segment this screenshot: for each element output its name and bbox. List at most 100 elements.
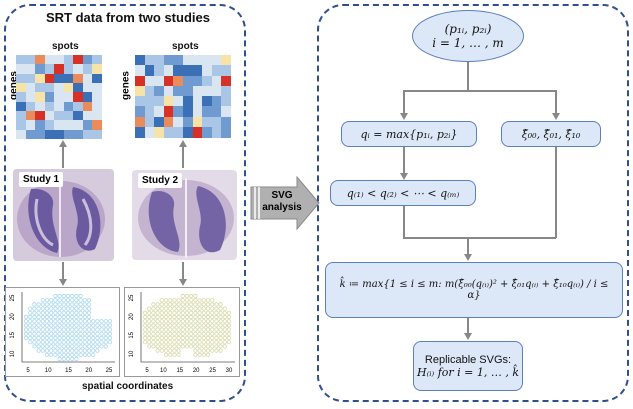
spot-point bbox=[197, 348, 202, 353]
arrowhead-order-box bbox=[399, 173, 408, 180]
spot-point bbox=[159, 331, 164, 336]
spot-point bbox=[86, 340, 92, 345]
spot-point bbox=[91, 335, 96, 341]
spot-point bbox=[36, 302, 41, 307]
spot-point bbox=[74, 323, 79, 328]
spot-point bbox=[201, 335, 206, 341]
spot-point bbox=[168, 335, 173, 341]
scatter-axes bbox=[21, 292, 115, 363]
spot-point bbox=[205, 319, 211, 324]
spot-point bbox=[57, 356, 62, 362]
spot-point bbox=[53, 352, 58, 357]
spot-point bbox=[61, 306, 66, 311]
connector-top-horizontal bbox=[403, 90, 556, 92]
spot-point bbox=[197, 298, 202, 303]
spot-point bbox=[74, 319, 79, 324]
spot-point bbox=[159, 348, 164, 353]
heatmap-cell bbox=[82, 92, 93, 103]
spot-point bbox=[61, 356, 66, 362]
spot-point bbox=[57, 323, 62, 328]
spot-point bbox=[159, 327, 164, 332]
heatmap-cell bbox=[82, 83, 93, 93]
heatmap-cell bbox=[135, 85, 146, 97]
heatmap-cell bbox=[16, 83, 27, 93]
spot-point bbox=[193, 310, 198, 315]
heatmap-cell bbox=[183, 126, 194, 138]
spot-point bbox=[86, 314, 92, 320]
spot-point bbox=[40, 302, 45, 307]
heatmap-cell bbox=[73, 92, 84, 103]
spot-point bbox=[180, 340, 185, 345]
spot-point bbox=[65, 327, 71, 332]
spot-point bbox=[193, 340, 198, 345]
gene-spot-heatmap-study-2 bbox=[135, 55, 232, 138]
spot-point bbox=[205, 344, 211, 349]
heatmap-cell bbox=[163, 96, 174, 107]
connector-top-stem bbox=[467, 62, 469, 90]
spot-point bbox=[95, 335, 100, 341]
heatmap-cell bbox=[35, 120, 46, 131]
scatter-x-tick-label: 25 bbox=[106, 368, 113, 374]
spot-point bbox=[193, 327, 198, 332]
spot-point bbox=[99, 327, 104, 332]
spot-point bbox=[151, 335, 156, 341]
spot-point bbox=[193, 302, 198, 307]
spot-point bbox=[57, 314, 62, 320]
spot-point bbox=[57, 310, 62, 315]
heatmap-cell bbox=[44, 64, 55, 75]
spot-point bbox=[205, 310, 211, 315]
scatter-y-tick-label: 10 bbox=[10, 350, 16, 357]
spot-point bbox=[172, 348, 177, 353]
spot-point bbox=[74, 344, 79, 349]
spot-point bbox=[193, 298, 198, 303]
spot-point bbox=[44, 335, 50, 341]
spot-point bbox=[159, 319, 164, 324]
spot-point bbox=[142, 335, 148, 341]
gene-spot-heatmap-study-1 bbox=[16, 55, 103, 140]
spot-point bbox=[151, 331, 156, 336]
heatmap-cell bbox=[154, 126, 165, 138]
spot-point bbox=[201, 298, 206, 303]
spot-point bbox=[53, 314, 58, 320]
spot-point bbox=[36, 335, 41, 341]
spot-point bbox=[91, 319, 96, 324]
spot-point bbox=[49, 323, 54, 328]
spot-point bbox=[23, 314, 29, 320]
spot-point bbox=[168, 302, 173, 307]
heatmap-cell bbox=[154, 75, 165, 87]
spot-point bbox=[40, 348, 45, 353]
spot-point bbox=[151, 302, 156, 307]
heatmap-cell bbox=[202, 116, 213, 128]
replicable-svgs-box: Replicable SVGs: H₍ᵢ₎ for i = 1, … , k̂ bbox=[413, 341, 523, 391]
spot-point bbox=[70, 310, 75, 315]
spot-point bbox=[40, 331, 45, 336]
spot-point bbox=[44, 314, 50, 320]
spot-point bbox=[222, 323, 227, 328]
spot-point bbox=[107, 331, 113, 336]
heatmap-cell bbox=[144, 106, 155, 117]
spot-point bbox=[214, 306, 219, 311]
spot-point bbox=[142, 327, 148, 332]
spot-point bbox=[99, 335, 104, 341]
spot-point bbox=[218, 302, 223, 307]
heatmap-cell bbox=[173, 85, 184, 97]
spot-point bbox=[78, 310, 83, 315]
spot-point bbox=[78, 352, 83, 357]
spot-point bbox=[142, 323, 148, 328]
spot-point bbox=[210, 327, 215, 332]
arrowhead-down-1 bbox=[58, 279, 67, 286]
heatmap-cell bbox=[221, 75, 232, 87]
heatmap-cell bbox=[54, 92, 65, 103]
spot-point bbox=[210, 298, 215, 303]
spot-point bbox=[155, 344, 160, 349]
heatmap-cell bbox=[25, 111, 36, 121]
spot-point bbox=[28, 310, 33, 315]
heatmap-cell bbox=[192, 75, 203, 87]
spot-point bbox=[172, 352, 177, 357]
spot-point bbox=[151, 319, 156, 324]
spot-point bbox=[32, 331, 37, 336]
spot-point bbox=[107, 327, 113, 332]
spot-point bbox=[107, 319, 113, 324]
spot-point bbox=[53, 302, 58, 307]
